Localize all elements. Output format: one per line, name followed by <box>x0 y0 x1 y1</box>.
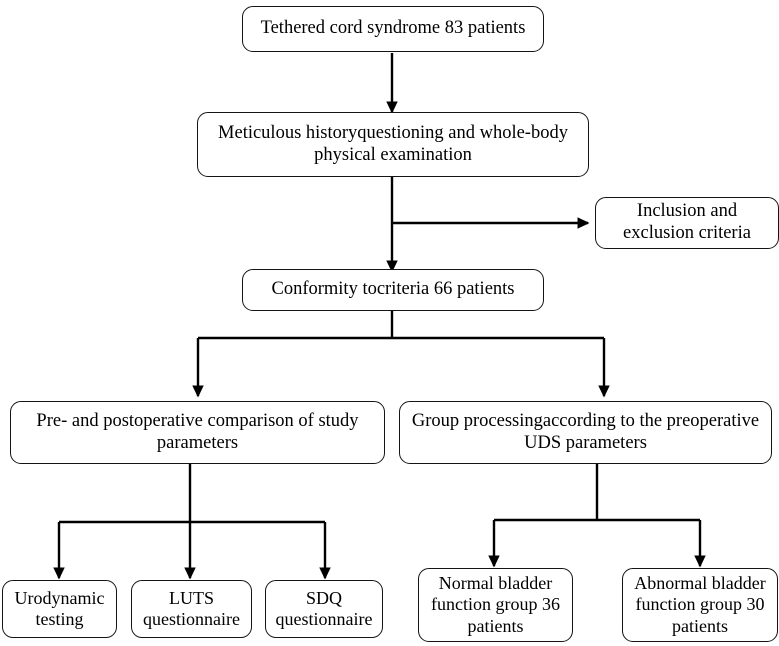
node-abnormal-bladder-function-group[interactable]: Abnormal bladder function group 30 patie… <box>622 568 778 642</box>
node-inclusion-exclusion-criteria[interactable]: Inclusion and exclusion criteria <box>595 197 779 249</box>
node-pre-post-comparison[interactable]: Pre- and postoperative comparison of stu… <box>10 401 385 464</box>
node-label: Conformity tocriteria 66 patients <box>271 279 515 300</box>
node-label: Inclusion and exclusion criteria <box>623 201 751 243</box>
node-label: Tethered cord syndrome 83 patients <box>260 18 526 39</box>
node-urodynamic-testing[interactable]: Urodynamic testing <box>2 580 117 638</box>
node-history-and-examination[interactable]: Meticulous historyquestioning and whole-… <box>197 112 589 177</box>
node-sdq-questionnaire[interactable]: SDQ questionnaire <box>265 580 383 638</box>
node-luts-questionnaire[interactable]: LUTS questionnaire <box>131 580 252 638</box>
node-conformity-to-criteria[interactable]: Conformity tocriteria 66 patients <box>242 269 544 311</box>
node-label: Pre- and postoperative comparison of stu… <box>36 410 359 453</box>
node-tethered-cord-syndrome[interactable]: Tethered cord syndrome 83 patients <box>242 6 544 52</box>
node-normal-bladder-function-group[interactable]: Normal bladder function group 36 patient… <box>418 568 573 642</box>
node-label: Abnormal bladder function group 30 patie… <box>634 573 766 636</box>
node-label: Meticulous historyquestioning and whole-… <box>218 122 568 165</box>
node-label: Group processingaccording to the preoper… <box>411 410 760 453</box>
node-label: SDQ questionnaire <box>275 587 373 629</box>
node-group-processing-uds[interactable]: Group processingaccording to the preoper… <box>399 401 772 464</box>
node-label: LUTS questionnaire <box>143 587 240 629</box>
node-label: Normal bladder function group 36 patient… <box>431 573 560 636</box>
node-label: Urodynamic testing <box>14 587 105 629</box>
